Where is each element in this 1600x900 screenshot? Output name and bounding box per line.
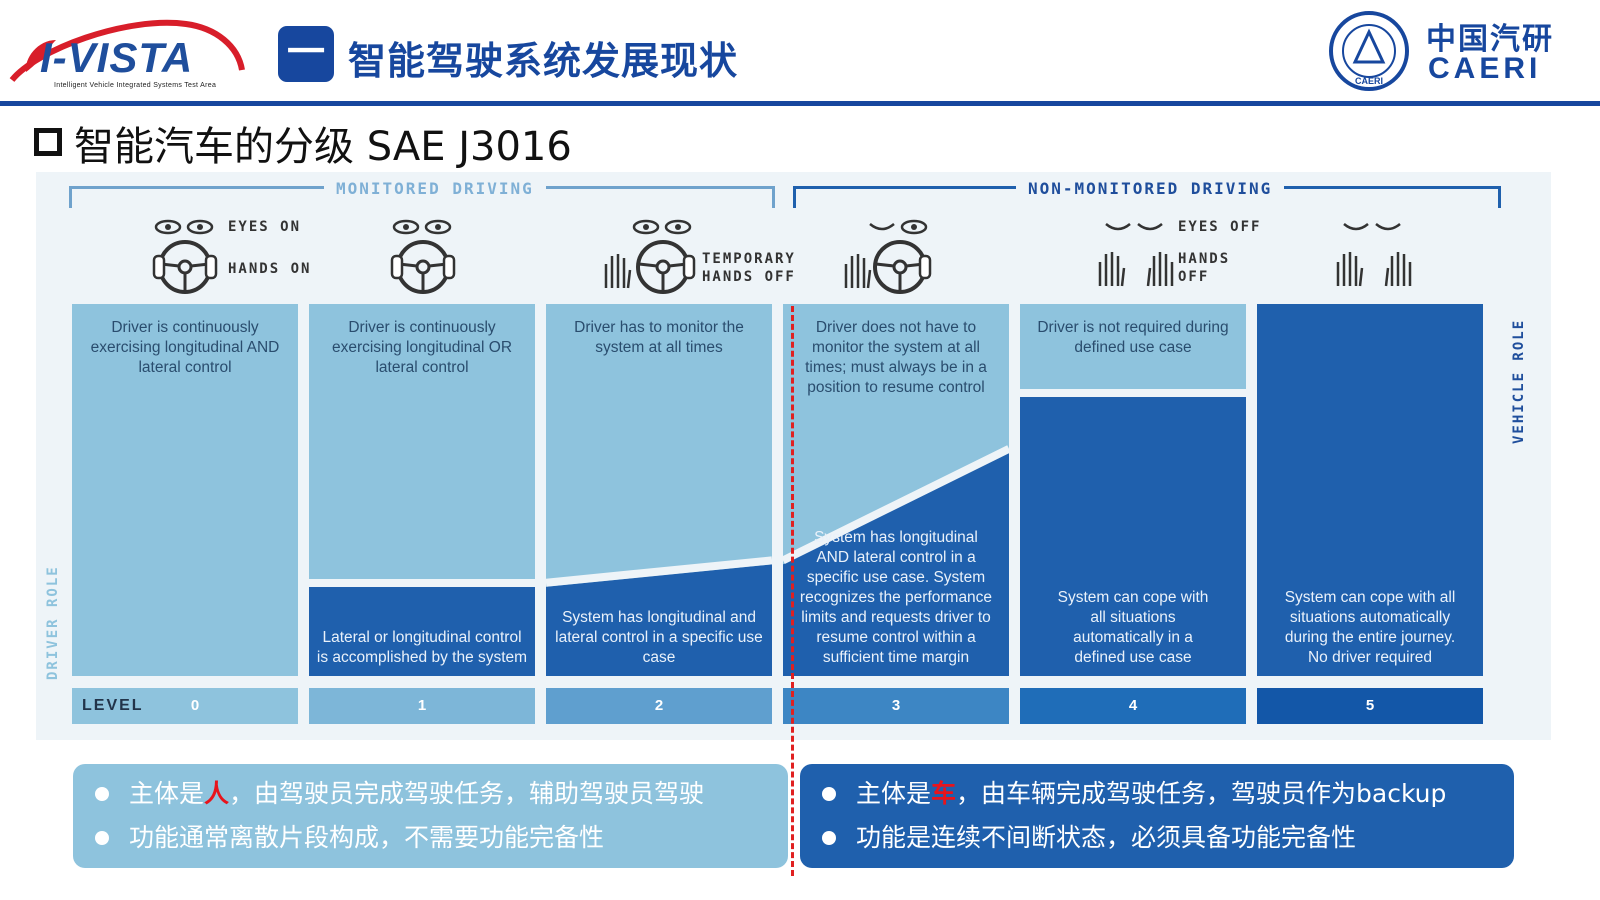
hands-off-icon xyxy=(1098,252,1174,287)
system-role-text: System can cope with all situations auto… xyxy=(1057,589,1209,666)
driver-role-text: Driver is continuously exercising longit… xyxy=(90,319,280,376)
system-role-text: System can cope with all situations auto… xyxy=(1284,589,1456,666)
caeri-logo: CAERI 中国汽研 CAERI xyxy=(1306,0,1600,100)
note-text: 功能是连续不间断状态，必须具备功能完备性 xyxy=(856,823,1357,852)
level-5-column: System can cope with all situations auto… xyxy=(1257,304,1483,676)
hands-on-wheel-icon xyxy=(152,240,218,294)
hands-on-wheel-icon xyxy=(390,240,456,294)
level-1-cell: 1 xyxy=(309,688,535,724)
hand-off-wheel-icon xyxy=(844,240,932,294)
eyes-on-label: EYES ON xyxy=(228,219,302,235)
highlight-subject: 车 xyxy=(931,779,957,808)
human-vehicle-divider xyxy=(791,306,794,876)
slide-subtitle: 智能汽车的分级 SAE J3016 xyxy=(74,124,572,170)
svg-text:DRIVER ROLE: DRIVER ROLE xyxy=(45,565,61,680)
driver-role-text: Driver is not required during defined us… xyxy=(1037,319,1229,356)
level-4-cell: 4 xyxy=(1020,688,1246,724)
system-role-area xyxy=(309,587,535,676)
ivista-wordmark: I-VISTA xyxy=(40,34,194,81)
note-text: 功能通常离散片段构成，不需要功能完备性 xyxy=(129,823,605,852)
level-0-cell: 0 xyxy=(72,688,298,724)
level-3-column: Driver does not have to monitor the syst… xyxy=(783,304,1009,676)
section-title: 智能驾驶系统发展现状 xyxy=(348,39,739,83)
non-monitored-driving-label: NON-MONITORED DRIVING xyxy=(1016,179,1285,198)
ivista-logo: I-VISTA Intelligent Vehicle Integrated S… xyxy=(6,10,256,89)
highlight-subject: 人 xyxy=(204,779,230,808)
level-1-column: Driver is continuously exercising longit… xyxy=(309,304,535,676)
system-role-text: Lateral or longitudinal control is accom… xyxy=(316,629,528,666)
caeri-seal-icon: CAERI xyxy=(1329,11,1409,91)
level-4-column: Driver is not required during defined us… xyxy=(1020,304,1246,676)
hands-on-label: HANDS ON xyxy=(228,261,312,277)
subtitle-bullet-icon xyxy=(34,128,62,156)
eyes-closed-icon xyxy=(1105,223,1163,231)
hands-label: HANDS xyxy=(1178,251,1231,267)
system-role-area xyxy=(1257,304,1483,676)
eyes-open-icon xyxy=(154,219,214,235)
note-item: 主体是人，由驾驶员完成驾驶任务，辅助驾驶员驾驶 xyxy=(95,772,788,816)
temporary-label: TEMPORARY xyxy=(702,251,796,267)
note-text: ，由车辆完成驾驶任务，驾驶员作为backup xyxy=(956,779,1447,808)
level-3-cell: 3 xyxy=(783,688,1009,724)
eyes-half-icon xyxy=(869,219,928,235)
ivista-tagline: Intelligent Vehicle Integrated Systems T… xyxy=(54,82,217,89)
note-item: 功能是连续不间断状态，必须具备功能完备性 xyxy=(822,816,1514,860)
vehicle-role-label: VEHICLE ROLE xyxy=(1511,319,1527,444)
svg-text:VEHICLE ROLE: VEHICLE ROLE xyxy=(1511,319,1527,444)
bullet-icon xyxy=(95,787,109,801)
off-label: OFF xyxy=(1178,269,1210,285)
slide-header: I-VISTA Intelligent Vehicle Integrated S… xyxy=(0,0,1600,106)
driver-role-text: Driver has to monitor the system at all … xyxy=(574,319,744,356)
eyes-open-icon xyxy=(392,219,452,235)
system-role-area xyxy=(546,564,772,676)
hands-off-icon xyxy=(1336,252,1412,287)
note-item: 功能通常离散片段构成，不需要功能完备性 xyxy=(95,816,788,860)
system-role-area xyxy=(783,452,1009,676)
human-driven-notes: 主体是人，由驾驶员完成驾驶任务，辅助驾驶员驾驶 功能通常离散片段构成，不需要功能… xyxy=(73,764,788,868)
caeri-name-en: CAERI xyxy=(1428,52,1542,85)
temporary-hands-off-wheel-icon xyxy=(604,240,696,294)
eyes-closed-icon xyxy=(1343,223,1401,231)
system-role-slope xyxy=(546,556,772,676)
level-2-cell: 2 xyxy=(546,688,772,724)
level-word: LEVEL xyxy=(82,697,144,714)
system-role-text: System has longitudinal AND lateral cont… xyxy=(799,529,993,666)
note-text: ，由驾驶员完成驾驶任务，辅助驾驶员驾驶 xyxy=(229,779,705,808)
role-gap xyxy=(1020,389,1246,397)
level-5-cell: 5 xyxy=(1257,688,1483,724)
hands-off-temp-label: HANDS OFF xyxy=(702,269,796,285)
bullet-icon xyxy=(822,787,836,801)
role-gap xyxy=(546,556,772,587)
vehicle-driven-notes: 主体是车，由车辆完成驾驶任务，驾驶员作为backup 功能是连续不间断状态，必须… xyxy=(800,764,1514,868)
bullet-icon xyxy=(95,831,109,845)
note-text: 主体是 xyxy=(856,779,932,808)
driver-role-label: DRIVER ROLE xyxy=(45,565,61,680)
driver-role-text: Driver is continuously exercising longit… xyxy=(331,319,513,376)
note-item: 主体是车，由车辆完成驾驶任务，驾驶员作为backup xyxy=(822,772,1514,816)
section-number-badge: 一 xyxy=(278,26,334,82)
driver-role-text: Driver does not have to monitor the syst… xyxy=(805,319,987,396)
caeri-name-cn: 中国汽研 xyxy=(1426,22,1554,57)
monitored-driving-label: MONITORED DRIVING xyxy=(324,179,546,198)
role-gap xyxy=(783,445,1009,564)
role-gap xyxy=(309,579,535,587)
header-rule xyxy=(0,101,1600,106)
system-role-slope xyxy=(783,445,1009,676)
level-2-column: Driver has to monitor the system at all … xyxy=(546,304,772,676)
system-role-area xyxy=(1020,397,1246,676)
system-role-text: System has longitudinal and lateral cont… xyxy=(555,609,763,666)
eyes-open-icon xyxy=(632,219,692,235)
bullet-icon xyxy=(822,831,836,845)
monitored-driving-bracket: MONITORED DRIVING xyxy=(69,179,775,208)
eyes-off-label: EYES OFF xyxy=(1178,219,1262,235)
ivista-swoosh-icon xyxy=(9,19,245,82)
sae-levels-diagram: MONITORED DRIVING NON-MONITORED DRIVING … xyxy=(36,172,1551,740)
note-text: 主体是 xyxy=(129,779,205,808)
non-monitored-driving-bracket: NON-MONITORED DRIVING xyxy=(793,179,1501,208)
level-0-column: Driver is continuously exercising longit… xyxy=(72,304,298,676)
svg-text:CAERI: CAERI xyxy=(1355,76,1383,86)
